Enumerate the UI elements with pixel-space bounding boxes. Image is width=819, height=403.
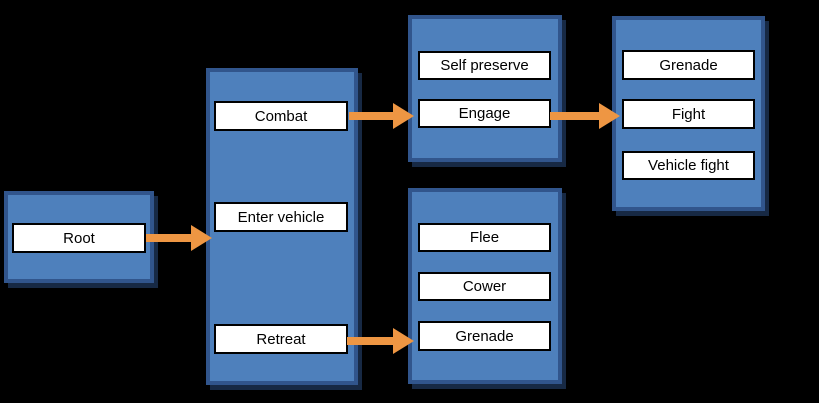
- retreat-options-group: Flee Cower Grenade: [408, 188, 562, 384]
- arrow-retreat-to-grenade-icon: [347, 328, 414, 354]
- arrow-shaft: [146, 234, 192, 242]
- node-flee: Flee: [418, 223, 551, 252]
- arrow-shaft: [347, 337, 394, 345]
- arrow-shaft: [349, 112, 394, 120]
- node-combat: Combat: [214, 101, 348, 131]
- arrow-head-icon: [393, 328, 414, 354]
- node-vehicle-fight: Vehicle fight: [622, 151, 755, 180]
- node-enter-vehicle: Enter vehicle: [214, 202, 348, 232]
- node-grenade-retreat: Grenade: [418, 321, 551, 351]
- arrow-engage-to-fight-icon: [550, 103, 620, 129]
- node-engage: Engage: [418, 99, 551, 128]
- node-grenade-engage: Grenade: [622, 50, 755, 80]
- node-root: Root: [12, 223, 146, 253]
- arrow-head-icon: [191, 225, 212, 251]
- node-self-preserve: Self preserve: [418, 51, 551, 80]
- arrow-head-icon: [393, 103, 414, 129]
- node-fight: Fight: [622, 99, 755, 129]
- combat-options-group: Self preserve Engage: [408, 15, 562, 162]
- arrow-root-to-actions-icon: [146, 225, 212, 251]
- actions-group: Combat Enter vehicle Retreat: [206, 68, 358, 385]
- arrow-combat-to-engage-icon: [349, 103, 414, 129]
- node-retreat: Retreat: [214, 324, 348, 354]
- arrow-shaft: [550, 112, 600, 120]
- engage-options-group: Grenade Fight Vehicle fight: [612, 16, 765, 211]
- arrow-head-icon: [599, 103, 620, 129]
- node-cower: Cower: [418, 272, 551, 301]
- root-group: Root: [4, 191, 154, 283]
